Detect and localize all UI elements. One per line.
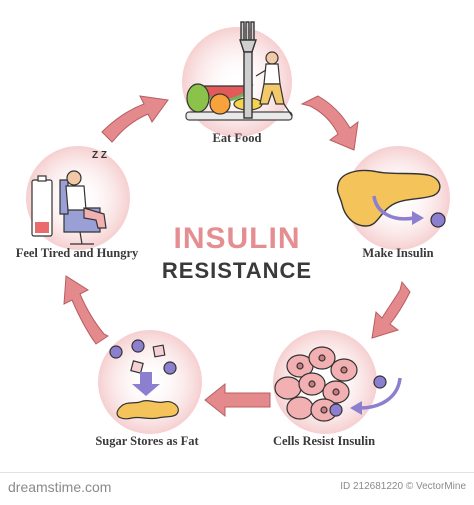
person-figure xyxy=(255,51,293,117)
eat-food-illustration xyxy=(185,21,293,121)
label-eat-food: Eat Food xyxy=(212,131,262,145)
insulin-arrow-head xyxy=(412,211,424,225)
pear xyxy=(186,83,210,113)
label-sugar-stores-as-fat: Sugar Stores as Fat xyxy=(95,434,199,448)
label-make-insulin: Make Insulin xyxy=(362,246,434,260)
sugar-cube xyxy=(130,360,144,374)
orange-slice xyxy=(209,93,231,115)
cell xyxy=(286,396,314,420)
resist-arrow xyxy=(359,377,402,410)
pancreas xyxy=(336,169,441,227)
cycle-arrows xyxy=(63,95,411,418)
pancreas-illustration xyxy=(336,169,446,228)
sugar-molecule xyxy=(131,339,145,353)
sugar-molecule xyxy=(109,345,123,359)
cell xyxy=(274,376,302,400)
insulin-arrow xyxy=(372,195,415,221)
tired-illustration: Z Z xyxy=(31,150,107,245)
sugar-fat-illustration xyxy=(109,339,179,420)
insulin-molecule xyxy=(373,375,387,389)
insulin-molecule xyxy=(329,403,343,417)
fat-deposit xyxy=(116,399,179,420)
eat-food-circle-bg xyxy=(182,27,292,137)
arrow-food-to-insulin xyxy=(300,95,359,151)
down-arrow xyxy=(132,372,160,396)
footer-right: ID 212681220 © VectorMine xyxy=(340,481,466,492)
arrow-tired-to-food xyxy=(101,95,169,143)
cells-illustration xyxy=(274,346,402,422)
title-insulin: INSULIN xyxy=(173,222,301,255)
battery-low-level xyxy=(35,222,49,233)
sugar-cube xyxy=(152,344,166,358)
plate xyxy=(185,111,293,121)
label-cells-resist-insulin: Cells Resist Insulin xyxy=(272,434,376,448)
label-feel-tired-hungry: Feel Tired and Hungry xyxy=(15,246,139,260)
sugar-molecule xyxy=(163,361,177,375)
sleep-zzz: Z Z xyxy=(92,150,107,161)
arrow-fat-to-tired xyxy=(63,275,109,345)
insulin-molecule xyxy=(430,212,446,228)
fork-icon xyxy=(239,21,257,119)
arrow-insulin-to-cells xyxy=(371,280,411,339)
footer-bar: dreamstime.com ID 212681220 © VectorMine xyxy=(0,472,474,501)
tired-person xyxy=(65,170,107,229)
title-resistance: RESISTANCE xyxy=(161,258,313,283)
footer-left: dreamstime.com xyxy=(8,479,112,495)
arrow-cells-to-fat xyxy=(204,382,271,418)
resist-arrow-head xyxy=(350,401,362,415)
